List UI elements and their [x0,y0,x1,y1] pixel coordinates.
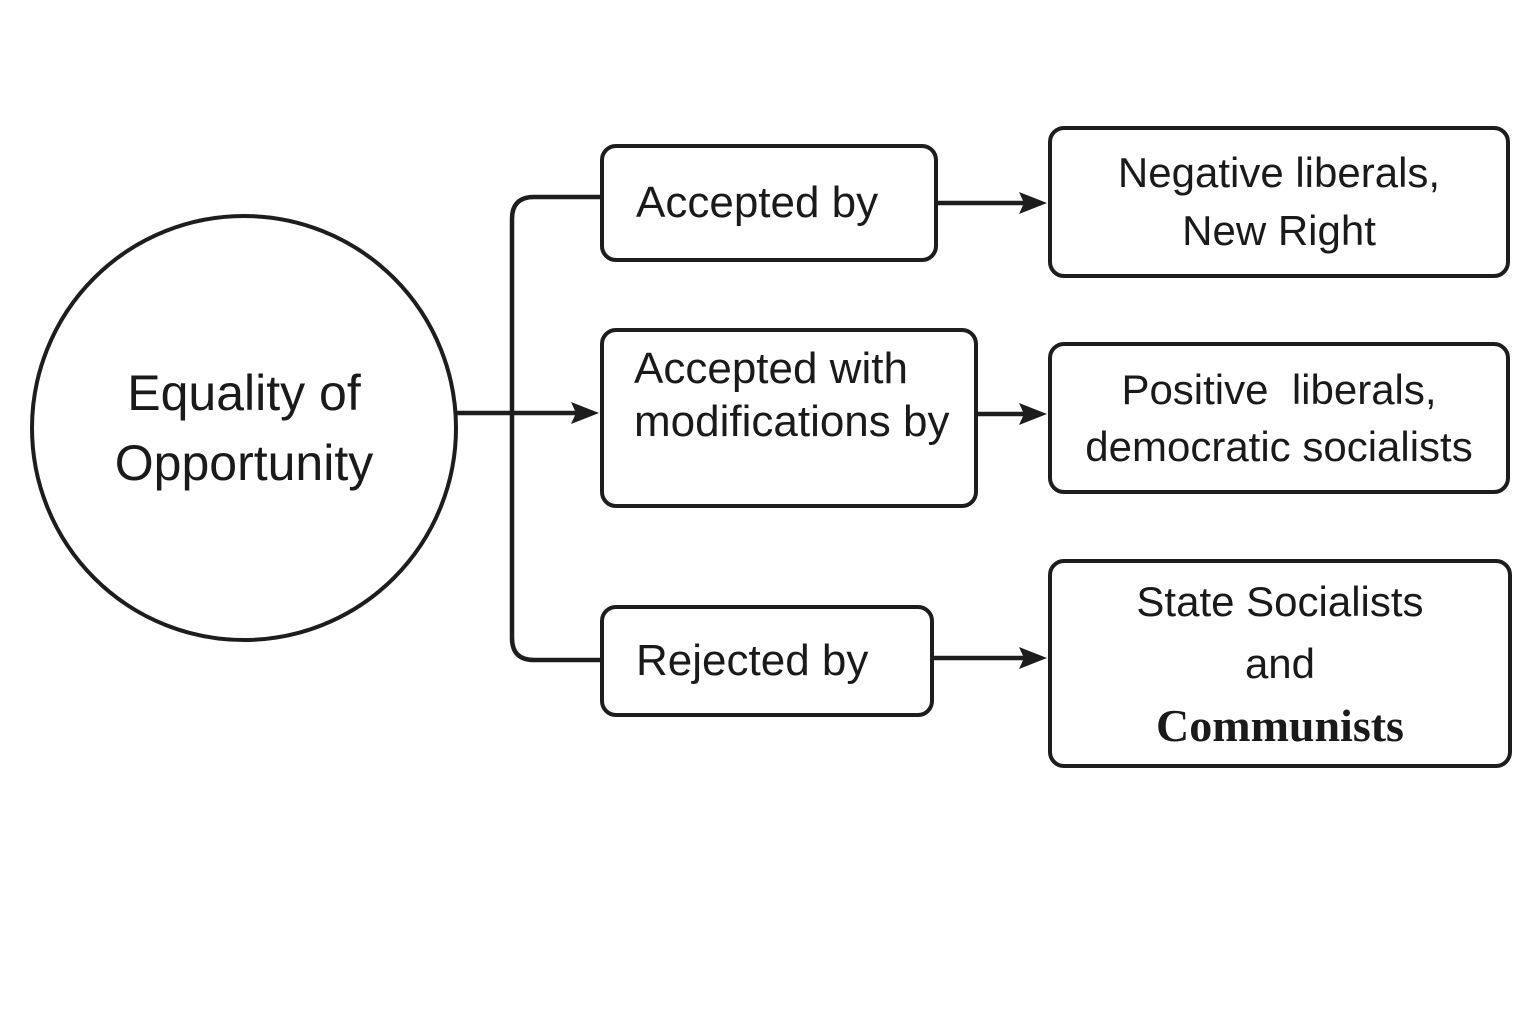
accepted-mod-label-line1: Accepted with [634,344,908,393]
arrowhead-root-to-modified [571,402,599,424]
rejected-by-label: Rejected by [636,636,869,685]
circle-label-line1: Equality of [127,365,361,421]
state-label-line3: Communists [1156,699,1404,751]
node-state-socialists-and-communists: State Socialists and Communists [1048,559,1512,768]
arrowhead-modified-to-positive [1019,403,1047,425]
node-accepted-by: Accepted by [600,144,938,262]
arrowhead-rejected-to-state [1019,647,1047,669]
node-negative-liberals-new-right: Negative liberals, New Right [1048,126,1510,278]
negative-label-line2: New Right [1182,207,1376,254]
negative-label-line1: Negative liberals, [1117,149,1441,196]
state-label-line1: State Socialists [1136,577,1424,625]
state-label-line2: and [1244,639,1316,687]
node-accepted-with-modifications-by: Accepted with modifications by [600,328,978,508]
trunk-connector [509,194,602,663]
positive-label-line2: democratic socialists [1085,423,1473,470]
circle-label-line2: Opportunity [114,435,374,491]
positive-label-line1: Positive liberals, [1121,366,1437,413]
circle-node-label: Equality of Opportunity [115,358,373,498]
node-rejected-by: Rejected by [600,605,934,717]
node-equality-of-opportunity: Equality of Opportunity [30,214,458,642]
arrowhead-accepted-to-negative [1019,192,1047,214]
accepted-by-label: Accepted by [636,178,879,227]
accepted-mod-label-line2: modifications by [634,397,950,446]
node-positive-liberals-democratic-socialists: Positive liberals, democratic socialists [1048,342,1510,494]
